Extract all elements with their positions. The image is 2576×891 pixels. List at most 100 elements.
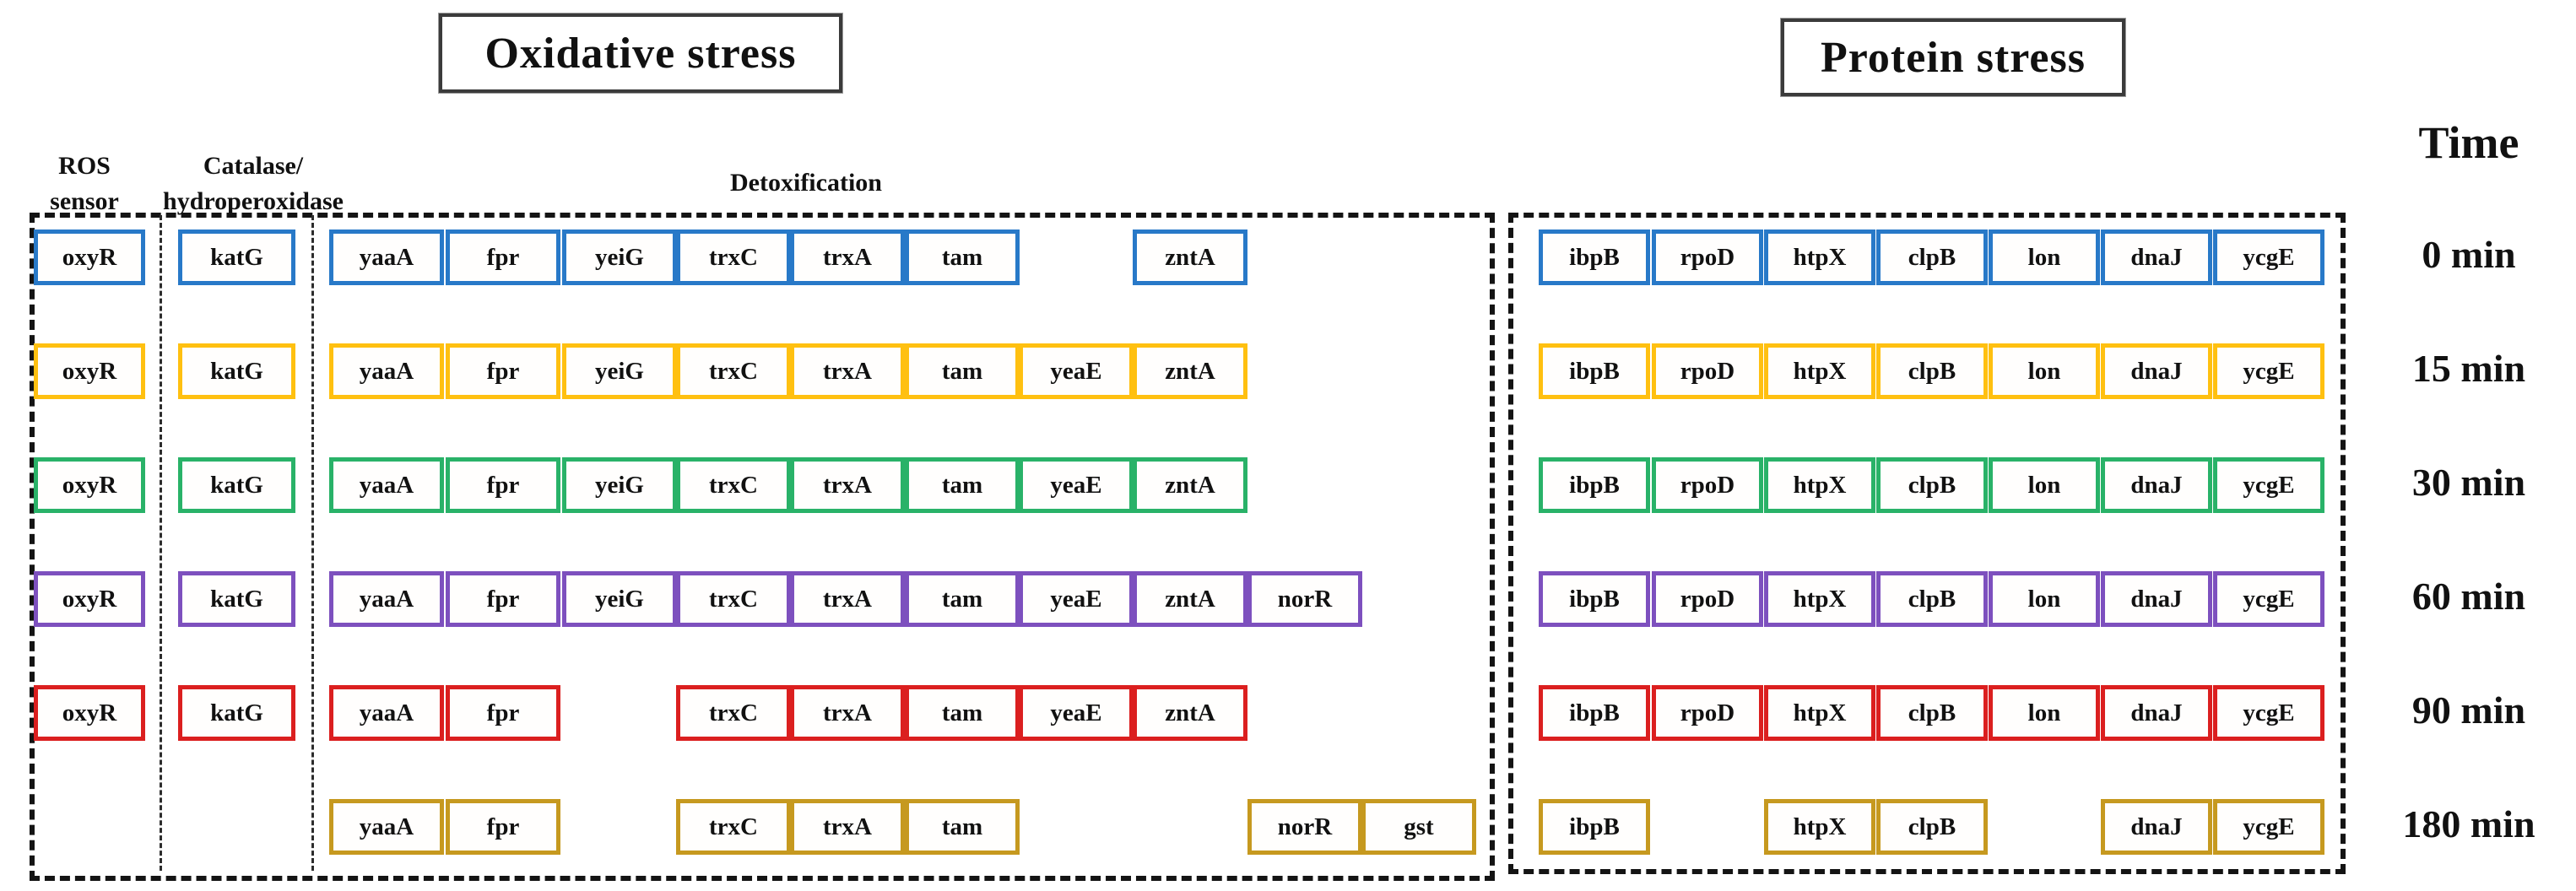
- gene-box-dnaJ-0-min: dnaJ: [2101, 230, 2212, 285]
- gene-box-trxC-60-min: trxC: [676, 571, 791, 627]
- gene-box-clpB-90-min: clpB: [1876, 685, 1988, 741]
- gene-box-dnaJ-180-min: dnaJ: [2101, 799, 2212, 855]
- gene-box-trxA-180-min: trxA: [790, 799, 905, 855]
- gene-box-yaaA-90-min: yaaA: [329, 685, 444, 741]
- gene-box-htpX-30-min: htpX: [1764, 457, 1875, 513]
- gene-box-dnaJ-30-min: dnaJ: [2101, 457, 2212, 513]
- gene-box-fpr-60-min: fpr: [446, 571, 560, 627]
- gene-box-yaaA-180-min: yaaA: [329, 799, 444, 855]
- gene-box-ycgE-60-min: ycgE: [2213, 571, 2324, 627]
- gene-box-tam-90-min: tam: [905, 685, 1020, 741]
- gene-box-rpoD-90-min: rpoD: [1652, 685, 1763, 741]
- ros-sensor-header-line1: ROS: [58, 152, 111, 180]
- gene-box-oxyR-60-min: oxyR: [34, 571, 145, 627]
- protein-stress-title-box: Protein stress: [1781, 19, 2125, 96]
- gene-box-oxyR-90-min: oxyR: [34, 685, 145, 741]
- gene-box-tam-30-min: tam: [905, 457, 1020, 513]
- gene-box-ycgE-90-min: ycgE: [2213, 685, 2324, 741]
- catalase-header-line2: hydroperoxidase: [163, 187, 344, 215]
- gene-box-yeaE-15-min: yeaE: [1019, 343, 1134, 399]
- oxidative-stress-title-box: Oxidative stress: [439, 14, 842, 93]
- gene-box-fpr-0-min: fpr: [446, 230, 560, 285]
- gene-box-oxyR-0-min: oxyR: [34, 230, 145, 285]
- gene-box-lon-15-min: lon: [1989, 343, 2100, 399]
- gene-box-ycgE-15-min: ycgE: [2213, 343, 2324, 399]
- gene-box-yeaE-30-min: yeaE: [1019, 457, 1134, 513]
- gene-box-tam-0-min: tam: [905, 230, 1020, 285]
- gene-box-ycgE-0-min: ycgE: [2213, 230, 2324, 285]
- protein-stress-panel: [1508, 213, 2346, 874]
- gene-box-rpoD-30-min: rpoD: [1652, 457, 1763, 513]
- gene-box-katG-0-min: katG: [178, 230, 295, 285]
- gene-box-trxA-60-min: trxA: [790, 571, 905, 627]
- gene-box-trxA-15-min: trxA: [790, 343, 905, 399]
- gene-box-katG-15-min: katG: [178, 343, 295, 399]
- gene-box-htpX-60-min: htpX: [1764, 571, 1875, 627]
- gene-box-lon-90-min: lon: [1989, 685, 2100, 741]
- gene-box-tam-180-min: tam: [905, 799, 1020, 855]
- time-label-180-min: 180 min: [2402, 802, 2535, 845]
- gene-box-rpoD-60-min: rpoD: [1652, 571, 1763, 627]
- gene-box-lon-30-min: lon: [1989, 457, 2100, 513]
- gene-box-trxA-0-min: trxA: [790, 230, 905, 285]
- gene-box-ycgE-30-min: ycgE: [2213, 457, 2324, 513]
- gene-box-ibpB-0-min: ibpB: [1539, 230, 1650, 285]
- gene-box-zntA-30-min: zntA: [1133, 457, 1247, 513]
- gene-box-tam-15-min: tam: [905, 343, 1020, 399]
- gene-box-yaaA-0-min: yaaA: [329, 230, 444, 285]
- gene-box-lon-0-min: lon: [1989, 230, 2100, 285]
- gene-box-trxC-90-min: trxC: [676, 685, 791, 741]
- gene-box-trxA-30-min: trxA: [790, 457, 905, 513]
- ros-column-separator: [160, 215, 162, 871]
- gene-box-trxC-15-min: trxC: [676, 343, 791, 399]
- gene-box-katG-30-min: katG: [178, 457, 295, 513]
- gene-box-dnaJ-60-min: dnaJ: [2101, 571, 2212, 627]
- gene-box-ibpB-15-min: ibpB: [1539, 343, 1650, 399]
- ros-sensor-header: ROS sensor: [13, 148, 156, 219]
- time-label-60-min: 60 min: [2411, 574, 2526, 618]
- gene-box-clpB-30-min: clpB: [1876, 457, 1988, 513]
- gene-box-htpX-15-min: htpX: [1764, 343, 1875, 399]
- gene-box-zntA-15-min: zntA: [1133, 343, 1247, 399]
- gene-box-ibpB-30-min: ibpB: [1539, 457, 1650, 513]
- gene-box-yeaE-90-min: yeaE: [1019, 685, 1134, 741]
- gene-box-trxC-0-min: trxC: [676, 230, 791, 285]
- gene-box-rpoD-15-min: rpoD: [1652, 343, 1763, 399]
- gene-box-tam-60-min: tam: [905, 571, 1020, 627]
- oxidative-stress-panel: [30, 213, 1495, 881]
- gene-box-yaaA-30-min: yaaA: [329, 457, 444, 513]
- gene-box-clpB-15-min: clpB: [1876, 343, 1988, 399]
- gene-box-htpX-90-min: htpX: [1764, 685, 1875, 741]
- gene-box-yeiG-60-min: yeiG: [562, 571, 677, 627]
- gene-box-norR-60-min: norR: [1247, 571, 1362, 627]
- gene-box-htpX-180-min: htpX: [1764, 799, 1875, 855]
- gene-box-yaaA-60-min: yaaA: [329, 571, 444, 627]
- ros-sensor-header-line2: sensor: [50, 187, 119, 215]
- gene-box-ibpB-180-min: ibpB: [1539, 799, 1650, 855]
- gene-box-yeiG-30-min: yeiG: [562, 457, 677, 513]
- gene-box-lon-60-min: lon: [1989, 571, 2100, 627]
- gene-box-fpr-180-min: fpr: [446, 799, 560, 855]
- gene-box-zntA-90-min: zntA: [1133, 685, 1247, 741]
- gene-box-fpr-30-min: fpr: [446, 457, 560, 513]
- gene-box-oxyR-15-min: oxyR: [34, 343, 145, 399]
- gene-box-clpB-180-min: clpB: [1876, 799, 1988, 855]
- gene-box-oxyR-30-min: oxyR: [34, 457, 145, 513]
- catalase-column-separator: [311, 215, 314, 871]
- gene-box-ibpB-90-min: ibpB: [1539, 685, 1650, 741]
- gene-box-dnaJ-15-min: dnaJ: [2101, 343, 2212, 399]
- gene-box-htpX-0-min: htpX: [1764, 230, 1875, 285]
- gene-box-yeaE-60-min: yeaE: [1019, 571, 1134, 627]
- gene-box-trxA-90-min: trxA: [790, 685, 905, 741]
- gene-box-katG-90-min: katG: [178, 685, 295, 741]
- time-label-15-min: 15 min: [2411, 346, 2526, 390]
- gene-box-ycgE-180-min: ycgE: [2213, 799, 2324, 855]
- gene-box-yeiG-0-min: yeiG: [562, 230, 677, 285]
- gene-box-clpB-60-min: clpB: [1876, 571, 1988, 627]
- catalase-header-line1: Catalase/: [203, 152, 304, 180]
- gene-box-clpB-0-min: clpB: [1876, 230, 1988, 285]
- gene-box-trxC-180-min: trxC: [676, 799, 791, 855]
- time-column-header: Time: [2418, 117, 2519, 168]
- gene-box-fpr-90-min: fpr: [446, 685, 560, 741]
